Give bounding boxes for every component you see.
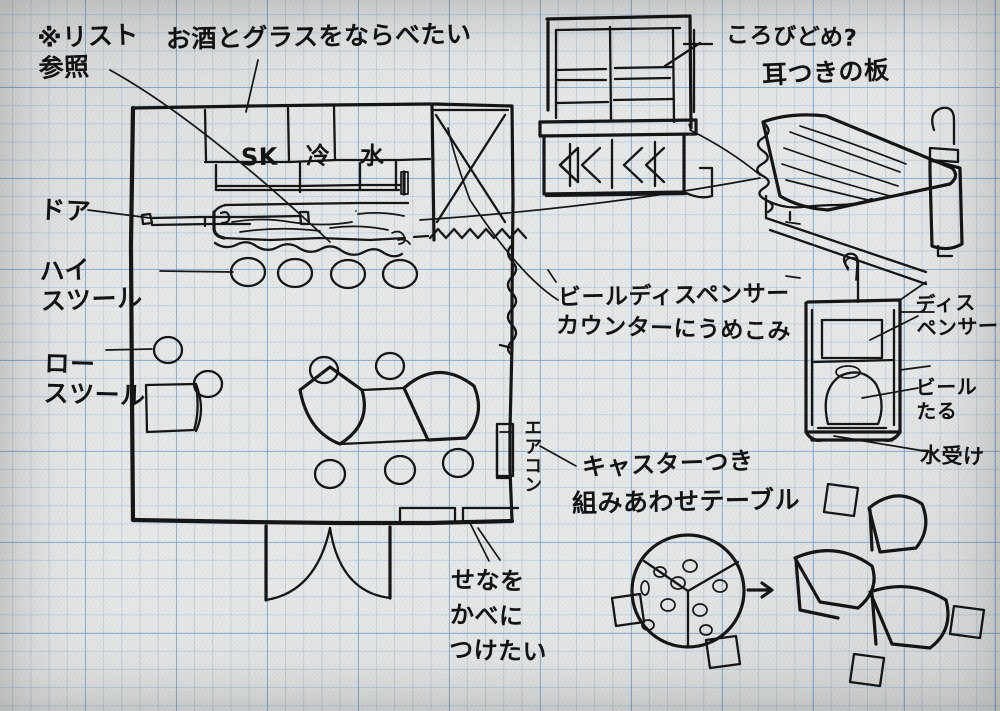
label-sake-and-glasses: お酒とグラスをならべたい [165, 19, 472, 54]
label-list-reference: ※リスト 参照 [36, 20, 140, 83]
back-counter-cabinets [203, 59, 432, 196]
label-sink: SK [240, 142, 279, 172]
wedge-tables-and-stools [105, 335, 481, 490]
label-backs-to-wall: せなを かべに つけたい [448, 565, 548, 666]
label-low-stool: ロー スツール [43, 348, 146, 410]
label-combination-table: 組みあわせテーブル [571, 485, 801, 518]
bottom-bench-plan [398, 506, 520, 562]
label-anti-roll: ころびどめ? [725, 22, 858, 52]
label-live-edge-board: 耳つきの板 [761, 55, 891, 90]
label-water: 水 [359, 141, 385, 171]
double-door-swing [264, 524, 392, 602]
zigzag-partition [412, 227, 528, 357]
dispenser-unit-sketch [804, 252, 935, 453]
entry-door-plan [87, 209, 311, 228]
label-high-stool: ハイ スツール [38, 255, 144, 316]
excluded-area-x [432, 108, 510, 224]
floor-plan-walls [128, 102, 515, 526]
label-beer-dispenser: ビールディスペンサー [557, 280, 790, 312]
cabinet-elevation-sketch [538, 14, 761, 199]
air-conditioner-plan [495, 422, 515, 478]
bar-counter-plan [212, 201, 411, 258]
callout-leaders [109, 69, 577, 561]
high-stools-plan [159, 256, 419, 290]
table-combination-diagram [610, 482, 986, 688]
label-door: ドア [39, 194, 92, 227]
label-beer-keg: ビール たる [915, 374, 978, 424]
label-cold: 冷 [305, 141, 332, 171]
label-air-conditioner: エアコン [521, 418, 543, 494]
label-drip-tray: 水受け [919, 443, 985, 469]
label-dispenser: ディス ペンサー [915, 290, 999, 341]
